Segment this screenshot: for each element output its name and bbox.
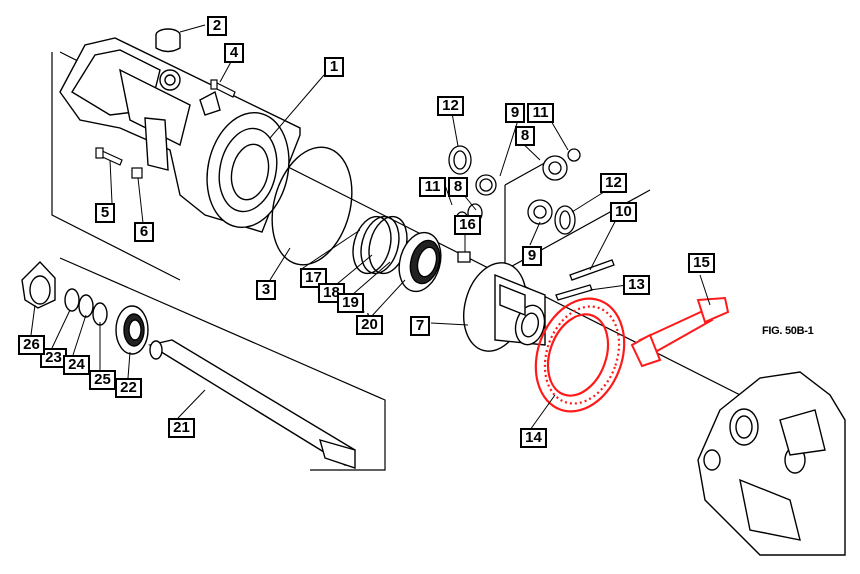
- callout-1: 1: [324, 57, 344, 77]
- differential-case: [463, 262, 546, 352]
- callout-24: 24: [63, 355, 90, 375]
- axle-housing: [59, 37, 301, 233]
- ring-gear: [534, 297, 626, 413]
- callout-22: 22: [115, 378, 142, 398]
- callout-25: 25: [89, 370, 116, 390]
- callout-3: 3: [256, 280, 276, 300]
- callout-26: 26: [18, 335, 45, 355]
- callout-9-upper: 9: [505, 103, 525, 123]
- bolts: [95, 79, 236, 179]
- callout-6: 6: [134, 222, 154, 242]
- shaft-group-frame: [59, 257, 386, 471]
- callout-10: 10: [610, 202, 637, 222]
- callout-13: 13: [623, 275, 650, 295]
- callout-9-lower: 9: [522, 246, 542, 266]
- callout-20: 20: [356, 315, 383, 335]
- bearing-20: [398, 231, 442, 293]
- callout-15: 15: [688, 253, 715, 273]
- callout-11-lower: 11: [419, 177, 446, 197]
- drive-pinion: [630, 296, 730, 368]
- callout-2: 2: [207, 16, 227, 36]
- callout-16: 16: [454, 215, 481, 235]
- callout-14: 14: [520, 428, 547, 448]
- callout-11-upper: 11: [527, 103, 554, 123]
- callout-4: 4: [224, 43, 244, 63]
- callout-5: 5: [95, 203, 115, 223]
- spacer-rings: [64, 288, 108, 326]
- callout-19: 19: [337, 293, 364, 313]
- callout-12-upper: 12: [437, 96, 464, 116]
- transmission-case: [697, 371, 846, 556]
- bearing-22: [115, 305, 149, 355]
- housing-group-frame: [51, 52, 181, 281]
- callout-8-lower: 8: [448, 177, 468, 197]
- plug: [155, 28, 181, 53]
- callout-12-lower: 12: [600, 173, 627, 193]
- o-ring: [271, 146, 353, 266]
- bevel-gear: [21, 260, 56, 309]
- callout-21: 21: [168, 418, 195, 438]
- callout-7: 7: [410, 316, 430, 336]
- figure-label: FIG. 50B-1: [762, 325, 814, 337]
- axle-shaft: [148, 339, 356, 469]
- callout-8-upper: 8: [515, 126, 535, 146]
